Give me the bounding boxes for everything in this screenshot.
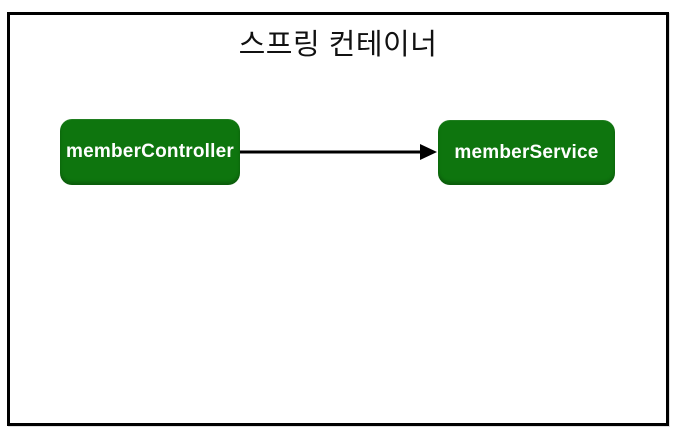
spring-container-frame: 스프링 컨테이너 memberController memberService xyxy=(7,12,669,426)
diagram-title: 스프링 컨테이너 xyxy=(238,29,438,61)
node-member-controller-label: memberController xyxy=(66,141,234,162)
node-member-service: memberService xyxy=(438,120,615,185)
node-member-controller: memberController xyxy=(60,119,240,185)
dependency-arrow-head-icon xyxy=(420,144,437,160)
node-member-service-label: memberService xyxy=(454,141,599,163)
dependency-arrow xyxy=(240,144,437,160)
